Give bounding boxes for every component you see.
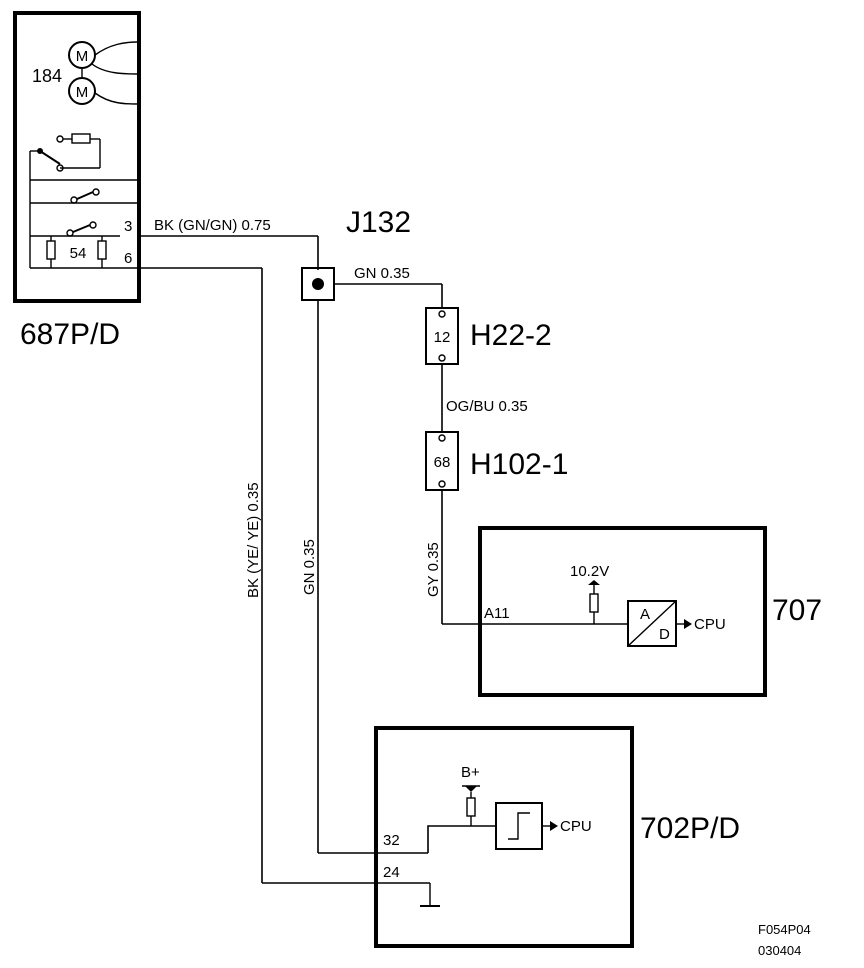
motor-ref-label: 184 (32, 66, 62, 86)
module-687pd-label: 687P/D (20, 318, 120, 351)
module-707-box (478, 526, 767, 697)
splice-j132-label: J132 (346, 206, 411, 239)
module-702-cpu: CPU (560, 818, 592, 835)
module-707-voltage: 10.2V (570, 563, 609, 580)
module-687pd: M M 184 54 (13, 11, 141, 303)
wire-label-bk-gn: BK (GN/GN) 0.75 (154, 217, 271, 234)
module-707-pin: A11 (484, 605, 510, 622)
pin-3-label: 3 (124, 218, 132, 235)
module-707: A11 10.2V A D CPU (478, 526, 767, 697)
motor-symbol-2: M (76, 84, 89, 101)
module-702pd: 32 24 B+ CPU (374, 726, 634, 948)
wire-label-gn-702: GN 0.35 (301, 539, 318, 595)
module-707-label: 707 (772, 594, 822, 627)
switch-ref-label: 54 (70, 245, 87, 262)
module-702-pin-24: 24 (383, 864, 400, 881)
comparator-block (495, 802, 543, 850)
wire-label-og-bu: OG/BU 0.35 (446, 398, 528, 415)
module-702pd-box (374, 726, 634, 948)
pin-6-label: 6 (124, 250, 132, 267)
connector-h102-label: H102-1 (470, 448, 568, 481)
svg-text:A: A (640, 606, 650, 623)
connector-h22-pin: 12 (434, 329, 451, 346)
module-702-supply: B+ (461, 764, 480, 781)
connector-h102-pin: 68 (434, 454, 451, 471)
figure-code: F054P04 (758, 922, 811, 937)
module-702-pin-32: 32 (383, 832, 400, 849)
figure-date: 030404 (758, 943, 801, 958)
connector-h22-2: 12 (425, 307, 459, 365)
module-687pd-box (13, 11, 141, 303)
wire-label-gy: GY 0.35 (425, 542, 442, 597)
wire-label-gn-h22: GN 0.35 (354, 265, 410, 282)
module-707-cpu: CPU (694, 616, 726, 633)
wire-label-bk-ye: BK (YE/ YE) 0.35 (245, 482, 262, 598)
splice-j132 (301, 267, 335, 301)
connector-h22-label: H22-2 (470, 319, 552, 352)
connector-h102-1: 68 (425, 431, 459, 491)
module-702pd-label: 702P/D (640, 812, 740, 845)
motor-symbol-1: M (76, 48, 89, 65)
svg-text:D: D (659, 626, 670, 643)
